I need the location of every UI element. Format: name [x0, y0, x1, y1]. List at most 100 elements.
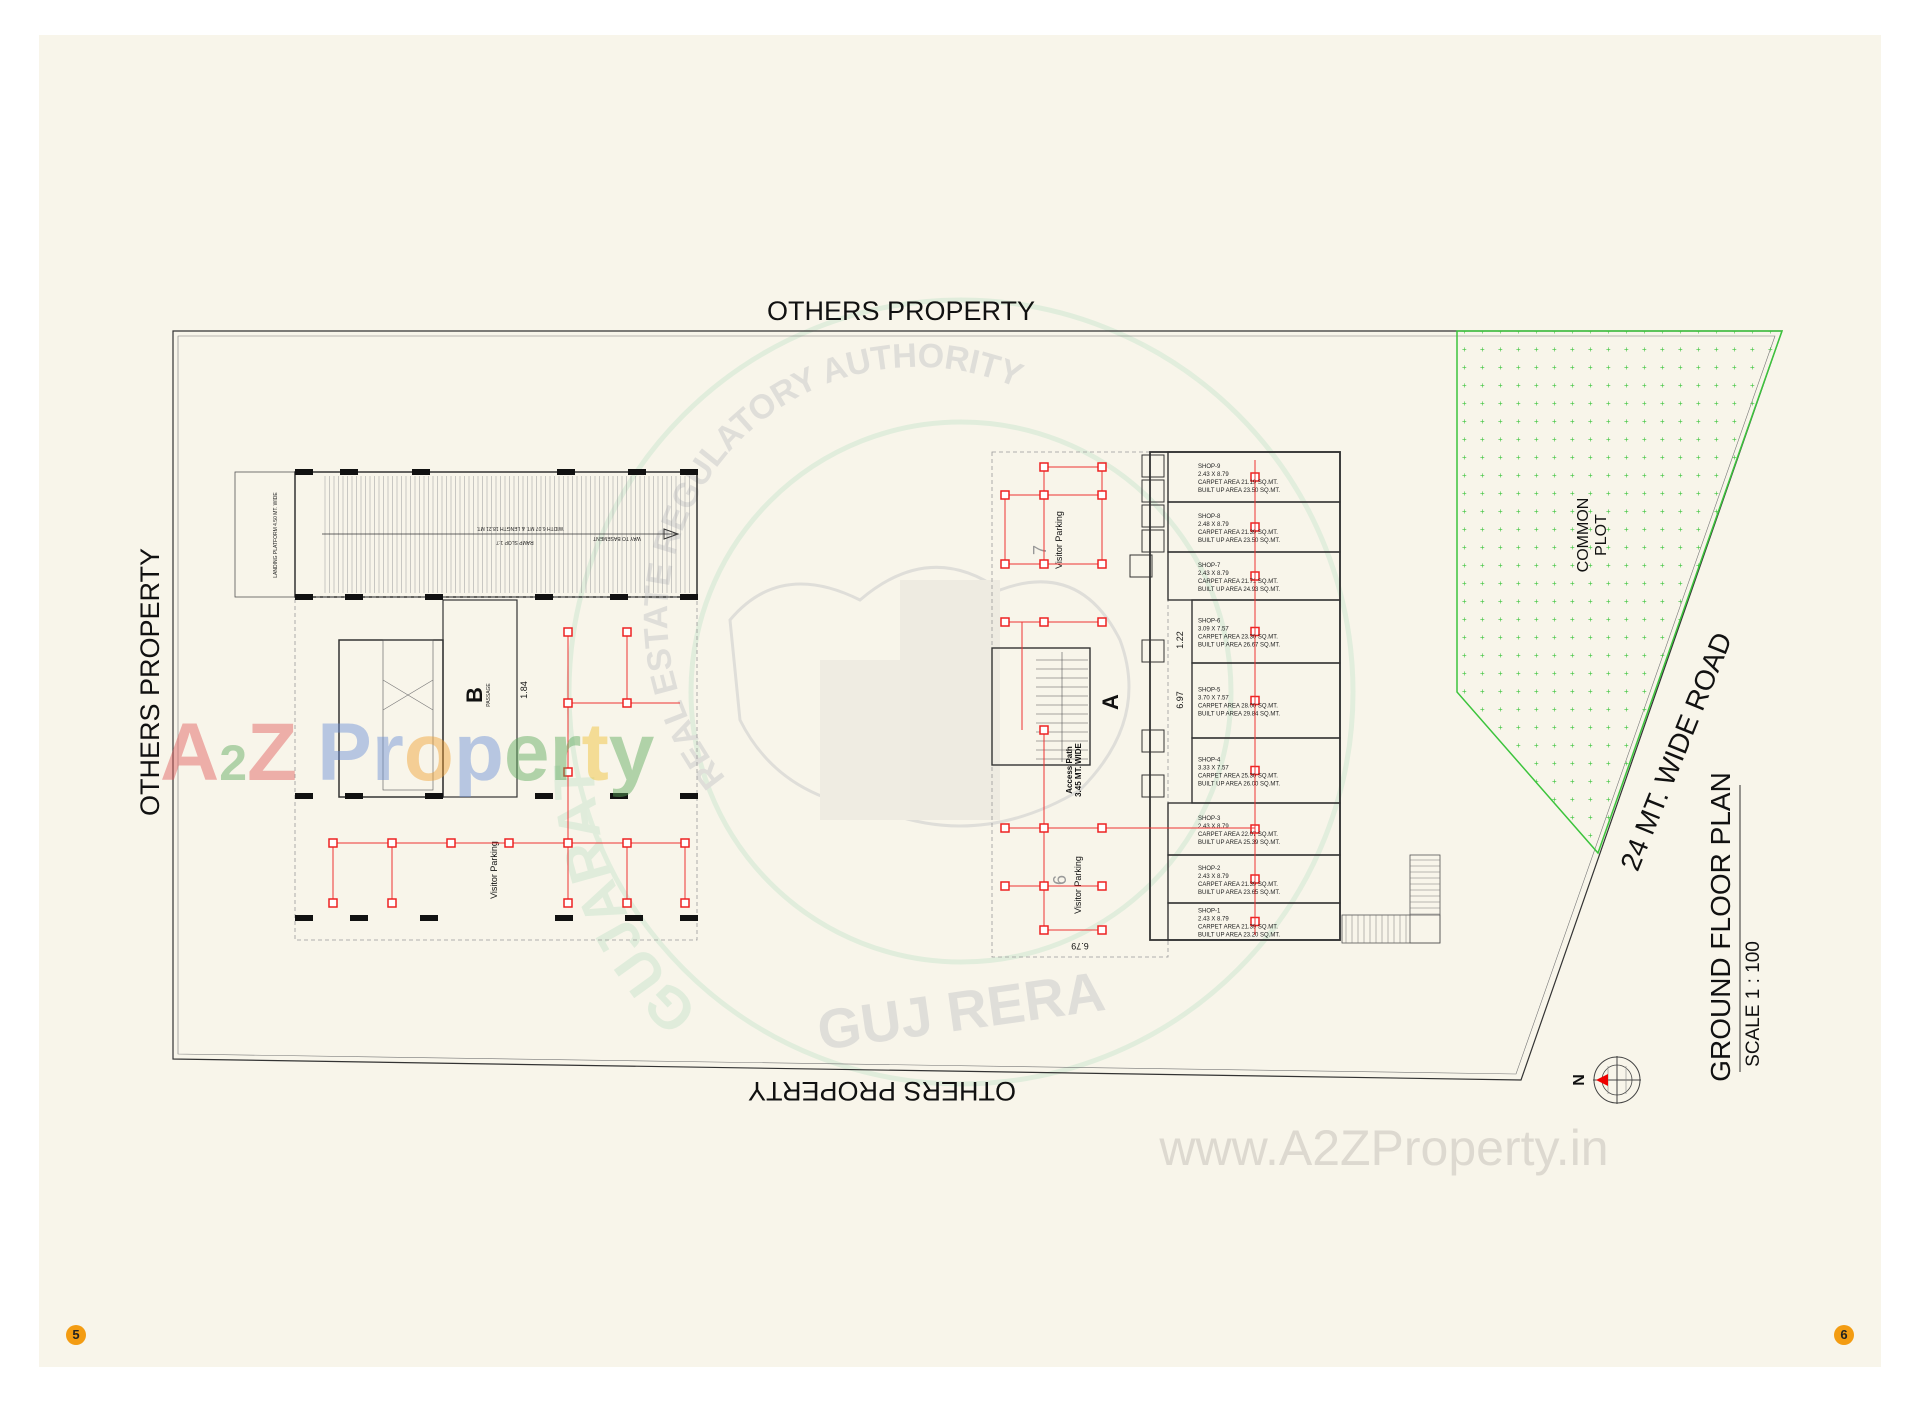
column-marker: [387, 898, 397, 908]
shop-size: 3.70 X 7.57: [1198, 696, 1229, 702]
column: [295, 469, 313, 475]
shop-size: 2.43 X 8.79: [1198, 472, 1229, 478]
shop-carpet-area: CARPET AREA 28.00 SQ.MT.: [1198, 704, 1278, 710]
entry-stairs: [1341, 854, 1441, 944]
shop-name: SHOP-1: [1198, 909, 1221, 915]
column-marker: [563, 698, 573, 708]
service-room: [1141, 504, 1165, 528]
shop-builtup-area: BUILT UP AREA 25.39 SQ.MT.: [1198, 840, 1280, 846]
north-compass-icon: [1593, 1056, 1641, 1104]
column-marker: [1097, 490, 1107, 500]
column-marker: [1039, 725, 1049, 735]
column: [625, 915, 643, 921]
service-room: [1141, 529, 1165, 553]
shop-size: 2.48 X 8.79: [1198, 522, 1229, 528]
column-marker: [563, 898, 573, 908]
column: [610, 594, 628, 600]
drawing-title: GROUND FLOOR PLAN: [1705, 772, 1736, 1082]
page-number-left: 5: [66, 1325, 86, 1345]
column-marker: [622, 698, 632, 708]
visitor-parking-6: Visitor Parking: [1073, 856, 1083, 914]
shop-size: 3.33 X 7.57: [1198, 766, 1229, 772]
shop-size: 2.43 X 8.79: [1198, 874, 1229, 880]
column-marker: [622, 627, 632, 637]
column: [295, 793, 313, 799]
column-marker: [1039, 490, 1049, 500]
column-marker: [1039, 462, 1049, 472]
passage-label: PASSAGE: [486, 683, 492, 707]
column-marker: [504, 838, 514, 848]
building-b-label: B: [462, 687, 487, 703]
parking-number-7: 7: [1030, 545, 1050, 555]
way-to-basement: WAY TO BASEMENT: [593, 535, 641, 541]
shop-name: SHOP-4: [1198, 758, 1221, 764]
column-marker: [1039, 559, 1049, 569]
column: [555, 915, 573, 921]
shop-builtup-area: BUILT UP AREA 26.00 SQ.MT.: [1198, 782, 1280, 788]
column: [535, 793, 553, 799]
column-marker: [1097, 925, 1107, 935]
service-room: [1141, 774, 1165, 798]
shop-builtup-area: BUILT UP AREA 23.20 SQ.MT.: [1198, 933, 1280, 939]
column: [535, 594, 553, 600]
shop-builtup-area: BUILT UP AREA 26.67 SQ.MT.: [1198, 643, 1280, 649]
service-room: [1141, 479, 1165, 503]
parking-number-6: 6: [1050, 875, 1070, 885]
access-path-width: 3.45 MT. WIDE: [1074, 742, 1083, 796]
service-room: [1129, 554, 1153, 578]
column-marker: [387, 838, 397, 848]
shop-builtup-area: BUILT UP AREA 23.50 SQ.MT.: [1198, 488, 1280, 494]
shop-name: SHOP-9: [1198, 464, 1221, 470]
shop-name: SHOP-5: [1198, 688, 1221, 694]
shop-carpet-area: CARPET AREA 21.39 SQ.MT.: [1198, 530, 1278, 536]
column-marker: [1097, 823, 1107, 833]
column: [420, 915, 438, 921]
column: [425, 594, 443, 600]
shop-builtup-area: BUILT UP AREA 24.93 SQ.MT.: [1198, 587, 1280, 593]
column-marker: [1097, 881, 1107, 891]
building-a-label: A: [1098, 694, 1123, 710]
column-marker: [622, 898, 632, 908]
shop-name: SHOP-7: [1198, 563, 1221, 569]
column: [340, 469, 358, 475]
service-room: [1141, 639, 1165, 663]
column-marker: [1097, 617, 1107, 627]
visitor-parking-7: Visitor Parking: [1054, 511, 1064, 569]
column-marker: [1097, 462, 1107, 472]
column-marker: [563, 767, 573, 777]
column: [425, 793, 443, 799]
column: [680, 469, 698, 475]
shop-builtup-area: BUILT UP AREA 29.84 SQ.MT.: [1198, 712, 1280, 718]
column: [628, 469, 646, 475]
common-plot-label: COMMON: [1575, 498, 1592, 573]
column: [350, 915, 368, 921]
column-marker: [1039, 881, 1049, 891]
column-marker: [1000, 559, 1010, 569]
column-marker: [1000, 617, 1010, 627]
shop-carpet-area: CARPET AREA 25.30 SQ.MT.: [1198, 774, 1278, 780]
dimension-a-2: 1.22: [1175, 631, 1185, 649]
shop-size: 3.09 X 7.57: [1198, 627, 1229, 633]
column: [295, 594, 313, 600]
column-marker: [622, 838, 632, 848]
service-room: [1141, 729, 1165, 753]
shop-carpet-area: CARPET AREA 21.39 SQ.MT.: [1198, 925, 1278, 931]
shop-size: 2.43 X 8.79: [1198, 824, 1229, 830]
access-path-label: Access Path: [1065, 746, 1074, 794]
shop-carpet-area: CARPET AREA 21.19 SQ.MT.: [1198, 480, 1278, 486]
shop-carpet-area: CARPET AREA 23.30 SQ.MT.: [1198, 635, 1278, 641]
building-b: LANDING PLATFORM 4.50 MT. WIDE WIDTH 6.0…: [234, 469, 698, 941]
common-plot-label-2: PLOT: [1593, 514, 1610, 556]
column: [680, 915, 698, 921]
ramp-slope: RAMP SLOP 1:7: [496, 539, 534, 545]
shop-builtup-area: BUILT UP AREA 23.65 SQ.MT.: [1198, 890, 1280, 896]
column: [610, 793, 628, 799]
column: [345, 793, 363, 799]
shop-carpet-area: CARPET AREA 21.39 SQ.MT.: [1198, 882, 1278, 888]
